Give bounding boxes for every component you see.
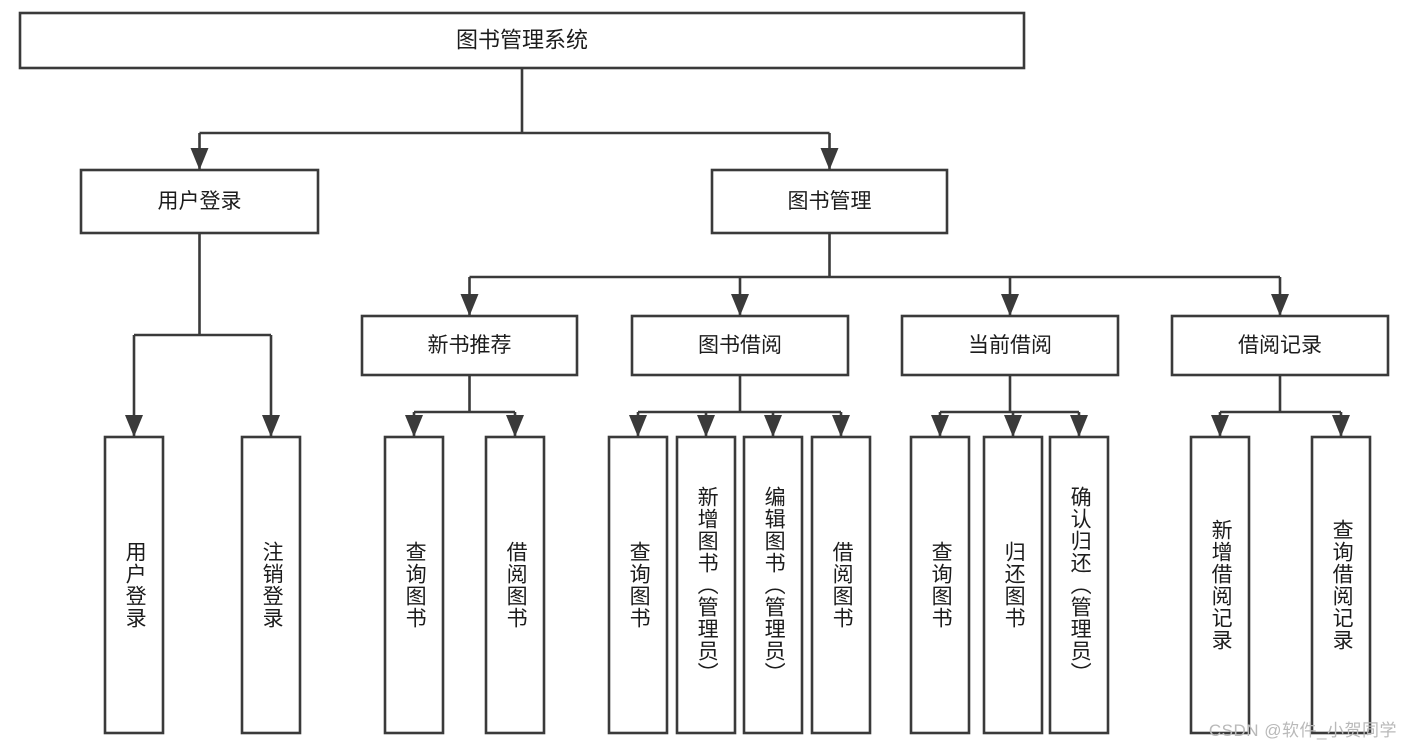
arrow-head-icon xyxy=(1332,415,1350,437)
arrow-head-icon xyxy=(1211,415,1229,437)
leaf-node-4[interactable] xyxy=(484,435,546,735)
leaf-node-13[interactable] xyxy=(1310,435,1372,735)
arrow-head-icon xyxy=(764,415,782,437)
leaf-node-1[interactable] xyxy=(103,435,165,735)
node-level3-4[interactable] xyxy=(1170,314,1390,377)
node-boxes xyxy=(18,11,1390,735)
node-level3-label-3: 当前借阅 xyxy=(968,334,1052,357)
leaf-node-12[interactable] xyxy=(1189,435,1251,735)
leaf-node-10[interactable] xyxy=(982,435,1044,735)
arrow-head-icon xyxy=(125,415,143,437)
node-level3-label-4: 借阅记录 xyxy=(1238,334,1322,357)
connector-lines xyxy=(125,68,1350,437)
arrow-head-icon xyxy=(1001,294,1019,316)
leaf-node-7[interactable] xyxy=(742,435,804,735)
arrow-head-icon xyxy=(1004,415,1022,437)
leaf-node-3[interactable] xyxy=(383,435,445,735)
arrow-head-icon xyxy=(460,294,479,316)
leaf-node-8[interactable] xyxy=(810,435,872,735)
arrow-head-icon xyxy=(820,148,839,170)
arrow-head-icon xyxy=(262,415,280,437)
node-level3-label-1: 新书推荐 xyxy=(428,334,512,357)
arrow-head-icon xyxy=(190,148,209,170)
arrow-head-icon xyxy=(832,415,850,437)
node-level3-3[interactable] xyxy=(900,314,1120,377)
node-level3-1[interactable] xyxy=(360,314,579,377)
node-level2-label-1: 用户登录 xyxy=(158,190,242,213)
node-level3-2[interactable] xyxy=(630,314,850,377)
node-level2-1[interactable] xyxy=(79,168,320,235)
arrow-head-icon xyxy=(1271,294,1289,316)
node-root[interactable] xyxy=(18,11,1026,70)
watermark-text: CSDN @软件_小贺同学 xyxy=(1208,721,1397,740)
leaf-node-11[interactable] xyxy=(1048,435,1110,735)
node-level2-label-2: 图书管理 xyxy=(788,190,872,213)
leaf-node-6[interactable] xyxy=(675,435,737,735)
leaf-node-9[interactable] xyxy=(909,435,971,735)
arrow-head-icon xyxy=(931,415,949,437)
node-level3-label-2: 图书借阅 xyxy=(698,334,782,357)
arrow-head-icon xyxy=(1070,415,1088,437)
leaf-node-2[interactable] xyxy=(240,435,302,735)
node-root-label: 图书管理系统 xyxy=(456,27,588,52)
node-level2-2[interactable] xyxy=(710,168,949,235)
arrow-head-icon xyxy=(629,415,647,437)
arrow-head-icon xyxy=(697,415,715,437)
arrow-head-icon xyxy=(731,294,749,316)
arrow-head-icon xyxy=(506,415,524,437)
arrow-head-icon xyxy=(405,415,423,437)
leaf-node-5[interactable] xyxy=(607,435,669,735)
